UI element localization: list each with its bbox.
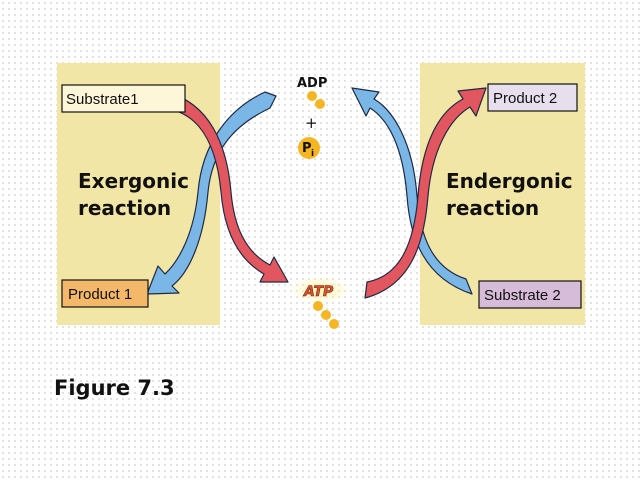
substrate1-label: Substrate1 <box>66 91 139 108</box>
exergonic-red-arrow <box>168 92 289 283</box>
endergonic-title-line2: reaction <box>446 196 539 220</box>
product2-label: Product 2 <box>493 90 557 107</box>
atp-phosphate-1 <box>313 301 323 311</box>
plus-sign: + <box>305 114 318 132</box>
adp-label: ADP <box>297 76 327 91</box>
exergonic-title-line2: reaction <box>78 196 171 220</box>
atp-label: ATP <box>303 284 334 300</box>
adp-phosphate-1 <box>307 91 317 101</box>
exergonic-title-line1: Exergonic <box>78 169 189 193</box>
substrate2-box <box>478 280 582 309</box>
atp-phosphate-2 <box>321 310 331 320</box>
product2-box <box>487 83 578 112</box>
endergonic-title-line1: Endergonic <box>446 169 573 193</box>
substrate1-box <box>61 84 186 113</box>
figure-caption: Figure 7.3 <box>54 376 175 400</box>
product1-label: Product 1 <box>68 286 132 303</box>
adp-phosphate-2 <box>315 99 325 109</box>
atp-phosphate-3 <box>329 319 339 329</box>
pi-label: P <box>302 141 312 156</box>
pi-subscript: i <box>311 149 314 159</box>
atp-glow <box>290 276 350 304</box>
substrate2-label: Substrate 2 <box>484 287 561 304</box>
endergonic-red-arrow <box>364 87 487 299</box>
product1-box <box>61 279 149 308</box>
pi-phosphate-icon <box>298 137 320 159</box>
